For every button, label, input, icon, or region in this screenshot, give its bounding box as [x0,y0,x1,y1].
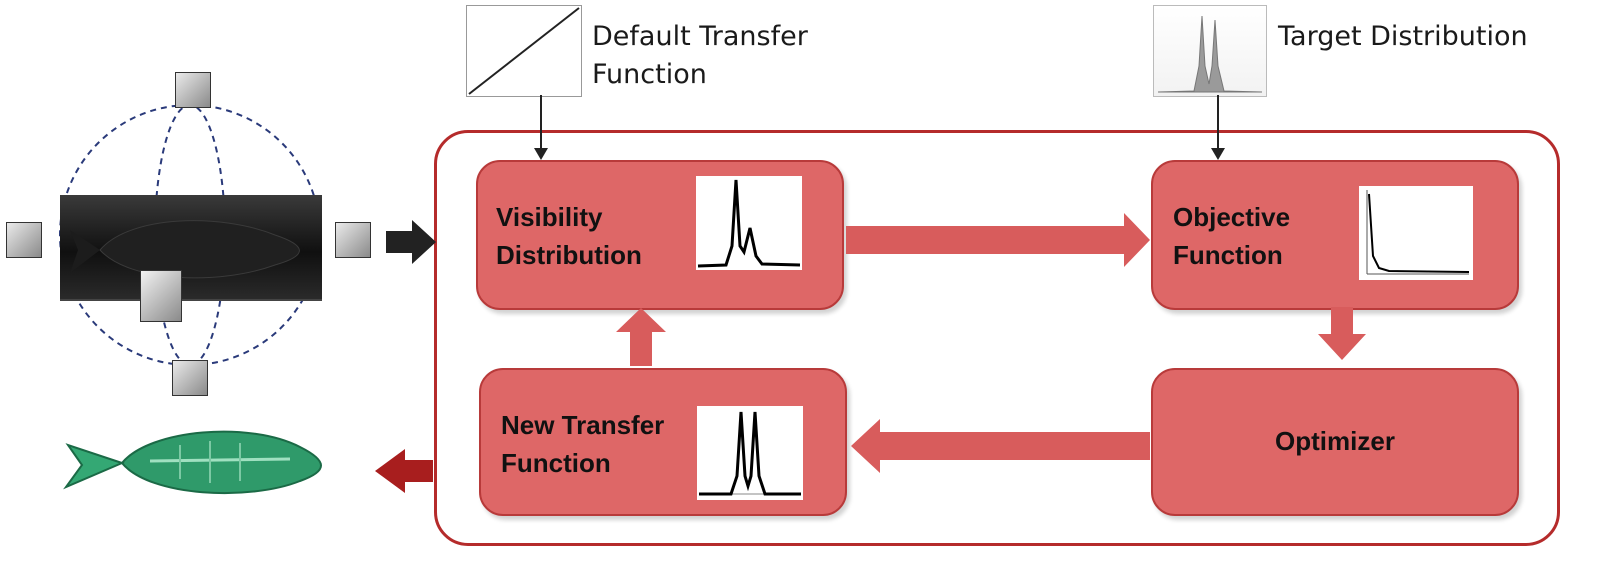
objective-function-label-line1: Objective [1173,202,1291,232]
objective-convergence-icon [1366,190,1470,275]
rendered-fish-image [60,415,330,515]
camera-icon-top [175,72,211,108]
target-distribution-thumbnail [1153,5,1267,97]
arrow-new-tf-to-visibility [616,308,666,366]
arrow-objective-to-optimizer [1318,307,1366,360]
optimization-loop-frame [434,130,1560,546]
volume-slice-image [60,195,322,301]
visibility-distribution-label: Visibility Distribution [496,198,642,274]
target-distribution-label: Target Distribution [1278,21,1528,52]
visibility-histogram-icon [697,179,801,268]
green-fish-icon [63,430,322,495]
arrow-optimizer-to-new-tf [851,419,1150,473]
new-transfer-function-plot [697,406,803,500]
linear-ramp-icon [468,7,580,95]
arrow-visibility-to-objective [846,213,1150,267]
camera-icon-left [6,222,42,258]
new-transfer-function-label-line2: Function [501,448,611,478]
objective-function-box: Objective Function [1151,160,1519,310]
default-transfer-function-label-line2: Function [592,59,707,90]
visibility-distribution-label-line1: Visibility [496,202,603,232]
default-transfer-function-thumbnail [466,5,582,97]
camera-icon-right [335,222,371,258]
camera-icon-bottom [172,360,208,396]
optimizer-box: Optimizer [1151,368,1519,516]
visibility-distribution-box: Visibility Distribution [476,160,844,310]
optimizer-label: Optimizer [1275,426,1395,456]
new-transfer-function-label: New Transfer Function [501,406,664,482]
new-transfer-function-label-line1: New Transfer [501,410,665,440]
objective-function-label-line2: Function [1173,240,1283,270]
objective-function-plot [1359,186,1473,280]
camera-icon-front [140,270,182,322]
new-transfer-function-icon [699,411,801,496]
default-transfer-function-label: Default Transfer Function [592,18,912,94]
objective-function-label: Objective Function [1173,198,1290,274]
visibility-distribution-plot [696,176,802,270]
visibility-distribution-label-line2: Distribution [496,240,642,270]
default-transfer-function-label-line1: Default Transfer [592,21,808,52]
fish-silhouette-icon [70,220,300,279]
new-transfer-function-box: New Transfer Function [479,368,847,516]
target-histogram-icon [1157,15,1263,93]
camera-setup-illustration [0,60,400,410]
